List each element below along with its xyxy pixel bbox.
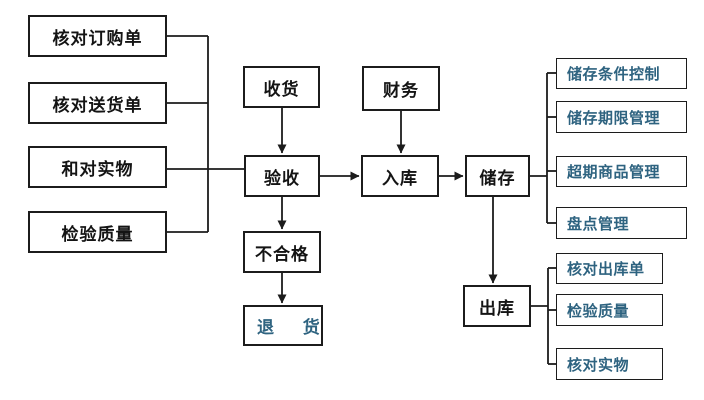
node-outbound-inspect-quality: 检验质量 bbox=[556, 294, 663, 326]
node-storage-period-management: 储存期限管理 bbox=[556, 101, 687, 133]
node-stocktaking-management: 盘点管理 bbox=[556, 207, 687, 239]
node-overdue-goods-management: 超期商品管理 bbox=[556, 156, 687, 187]
node-return-goods: 退 货 bbox=[243, 305, 323, 346]
node-acceptance: 验收 bbox=[244, 155, 320, 197]
node-storage: 储存 bbox=[465, 155, 530, 197]
node-inbound: 入库 bbox=[361, 155, 439, 197]
node-storage-condition-control: 储存条件控制 bbox=[556, 58, 687, 89]
node-receive-goods: 收货 bbox=[243, 66, 320, 108]
node-check-purchase-order: 核对订购单 bbox=[28, 15, 167, 57]
node-check-outbound-order: 核对出库单 bbox=[556, 253, 663, 284]
node-check-delivery-note: 核对送货单 bbox=[28, 82, 167, 124]
node-inspect-quality: 检验质量 bbox=[28, 211, 167, 253]
node-unqualified: 不合格 bbox=[243, 231, 321, 273]
node-check-physical-goods: 和对实物 bbox=[28, 146, 167, 188]
node-outbound-check-goods: 核对实物 bbox=[556, 348, 663, 380]
node-finance: 财务 bbox=[362, 66, 440, 111]
node-outbound: 出库 bbox=[463, 285, 531, 327]
